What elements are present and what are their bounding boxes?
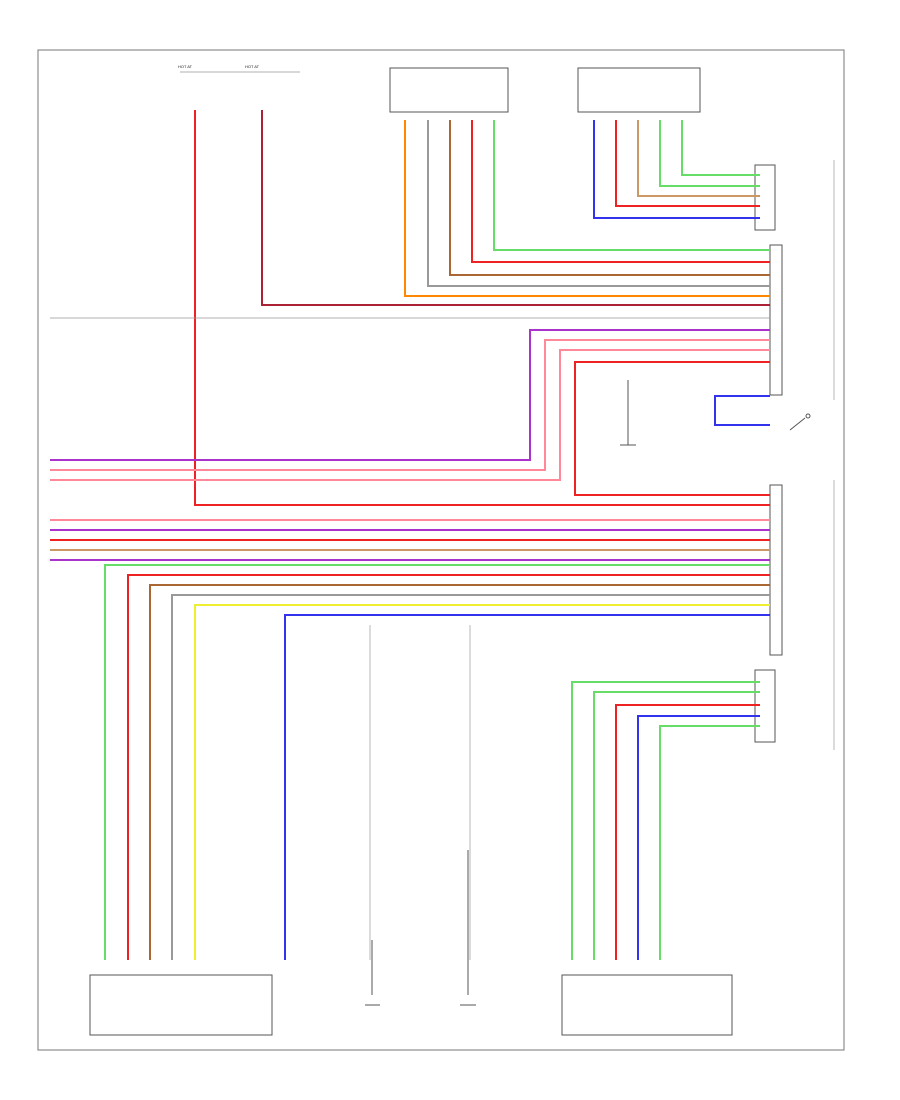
wire-mid-2: [50, 339, 770, 471]
wire-rrs-2: [127, 574, 770, 960]
wire-rrs-1: [104, 564, 770, 960]
left-rear-seat-switch-connector: [389, 67, 509, 113]
wire-lrc-1: [593, 120, 760, 219]
wire-lrc-4: [659, 120, 760, 187]
ground-symbol-bottom-1: [365, 940, 380, 1006]
wire-group-bottom-left: [104, 564, 770, 960]
wire-lrs-5: [493, 120, 770, 251]
svg-text:HOT AT: HOT AT: [245, 64, 260, 69]
wire-lrs-2: [427, 120, 770, 287]
wire-fuse-2: [261, 110, 770, 306]
ground-symbol-bottom-2: [460, 850, 476, 1006]
wire-lrc-3: [637, 120, 760, 197]
svg-text:HOT AT: HOT AT: [178, 64, 193, 69]
wire-rrc-2: [593, 691, 760, 960]
wire-fuse-1: [194, 110, 770, 506]
top-left-fuse-labels: HOT AT HOT AT: [178, 64, 300, 73]
wire-lrc-5: [681, 120, 760, 176]
wire-rrs-5: [194, 604, 770, 960]
wire-rrs-4: [171, 594, 770, 960]
right-rear-control-switch-connector: [561, 974, 733, 1036]
wire-rrc-3: [615, 704, 760, 960]
wire-rrc-5: [659, 725, 760, 960]
wire-group-bottom-right: [571, 681, 760, 960]
wire-mid-3: [50, 349, 770, 481]
module-block-c: [769, 484, 783, 656]
module-block-a: [754, 164, 776, 231]
wire-rrc-4: [637, 715, 760, 960]
wire-lrs-3: [449, 120, 770, 276]
wire-mid-5: [714, 395, 770, 426]
module-block-b: [769, 244, 783, 396]
wire-mid-1: [50, 329, 770, 461]
wire-group-middle: [50, 317, 770, 561]
wire-lrs-1: [404, 120, 770, 297]
wire-mid-4: [574, 361, 770, 496]
diagram-frame: [37, 49, 845, 1051]
wire-lrs-4: [471, 120, 770, 263]
right-rear-seat-switch-connector: [89, 974, 273, 1036]
ground-symbol-middle: [620, 380, 636, 446]
wire-group-top: [194, 110, 770, 506]
wire-rrc-1: [571, 681, 760, 960]
wire-rrs-3: [149, 584, 770, 960]
left-rear-control-switch-connector: [577, 67, 701, 113]
wire-rrs-6: [284, 614, 770, 960]
switch-symbol-right: [789, 413, 811, 431]
wire-lrc-2: [615, 120, 760, 207]
